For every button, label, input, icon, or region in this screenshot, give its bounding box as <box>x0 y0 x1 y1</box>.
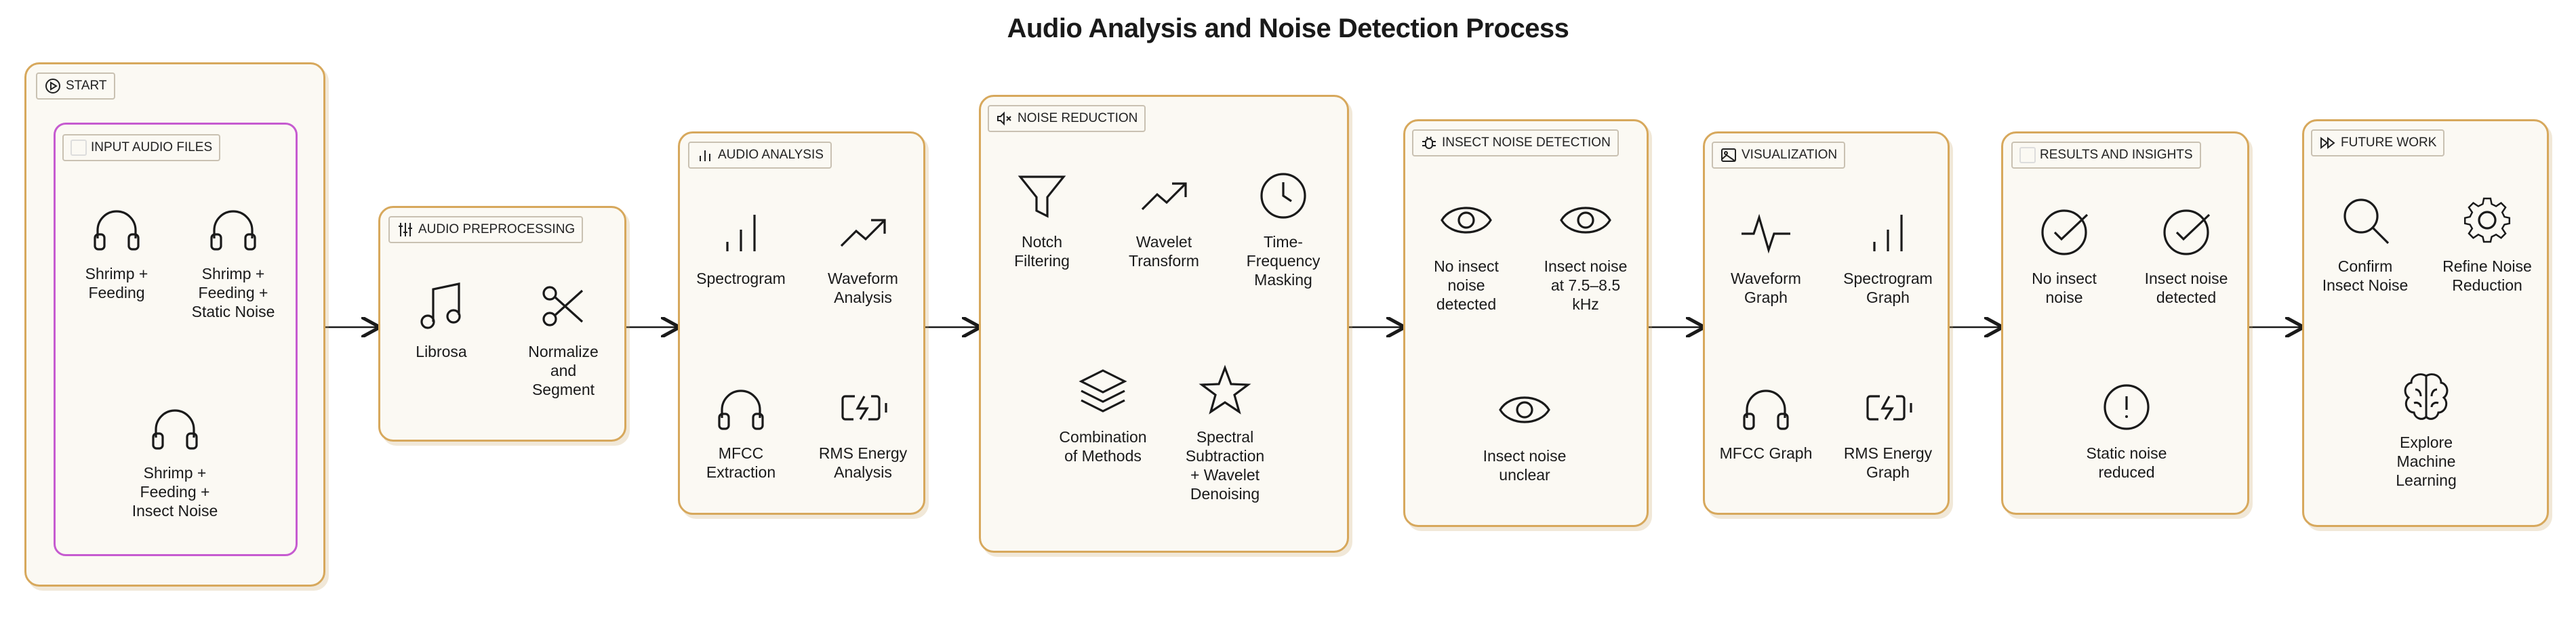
item-rms-energy-graph: RMS Energy Graph <box>1827 376 1949 482</box>
item-mfcc-graph: MFCC Graph <box>1705 376 1827 463</box>
input-audio-files-group: INPUT AUDIO FILES Shrimp + Feeding Shrim… <box>54 123 298 556</box>
item-wavelet-transform: Wavelet Transform <box>1103 165 1225 270</box>
play-circle-icon <box>45 79 60 93</box>
battery-charging-icon <box>841 395 887 421</box>
scissors-icon <box>542 286 584 326</box>
visualization-label: VISUALIZATION <box>1712 142 1846 169</box>
item-shrimp-feeding-static-noise: Shrimp + Feeding + Static Noise <box>172 196 294 321</box>
item-no-insect-noise-detected: No insect noise detected <box>1405 189 1527 314</box>
check-circle-icon <box>2163 209 2211 255</box>
audio-analysis-label: AUDIO ANALYSIS <box>688 142 832 169</box>
eye-icon <box>1560 207 1611 234</box>
eye-icon <box>1441 207 1492 234</box>
bar-chart-icon <box>1873 213 1903 253</box>
item-no-insect-noise: No insect noise <box>2003 201 2125 307</box>
clock-icon <box>1260 173 1306 219</box>
future-work-label: FUTURE WORK <box>2311 129 2445 156</box>
trending-up-icon <box>840 219 886 247</box>
noise-reduction-group: NOISE REDUCTION Notch Filtering Wavelet … <box>979 95 1349 553</box>
blank-icon <box>2019 147 2036 163</box>
item-librosa: Librosa <box>380 274 502 361</box>
audio-preprocessing-group: AUDIO PREPROCESSING Librosa Normalize an… <box>378 206 626 442</box>
search-icon <box>2343 198 2390 245</box>
music-note-icon <box>420 282 461 329</box>
item-mfcc-extraction: MFCC Extraction <box>680 376 802 482</box>
diagram-title: Audio Analysis and Noise Detection Proce… <box>1007 14 1569 43</box>
bar-chart-icon <box>700 150 710 161</box>
headphones-icon <box>152 409 198 450</box>
item-insect-noise-detected: Insect noise detected <box>2125 201 2247 307</box>
bug-icon <box>1422 136 1436 149</box>
bar-chart-icon <box>726 213 756 253</box>
trending-up-icon <box>1141 182 1187 211</box>
item-notch-filtering: Notch Filtering <box>981 165 1103 270</box>
item-waveform-graph: Waveform Graph <box>1705 201 1827 307</box>
noise-reduction-label: NOISE REDUCTION <box>988 105 1146 132</box>
image-icon <box>1721 148 1736 162</box>
fast-forward-icon <box>2320 136 2335 150</box>
alert-circle-icon <box>2104 384 2150 430</box>
gear-icon <box>2463 197 2511 243</box>
headphones-icon <box>210 210 256 251</box>
insect-noise-detection-group: INSECT NOISE DETECTION No insect noise d… <box>1403 119 1649 527</box>
item-normalize-segment: Normalize and Segment <box>502 274 624 399</box>
item-confirm-insect-noise: Confirm Insect Noise <box>2304 189 2426 295</box>
item-explore-machine-learning: Explore Machine Learning <box>2365 365 2487 490</box>
start-label: START <box>36 72 115 100</box>
item-insect-noise-frequency: Insect noise at 7.5–8.5 kHz <box>1525 189 1647 314</box>
headphones-icon <box>1743 389 1789 430</box>
start-group: START INPUT AUDIO FILES Shrimp + Feeding… <box>24 62 325 587</box>
volume-mute-icon <box>997 111 1011 126</box>
input-audio-files-label: INPUT AUDIO FILES <box>62 134 221 161</box>
eye-icon <box>1499 396 1550 423</box>
item-shrimp-feeding-insect-noise: Shrimp + Feeding + Insect Noise <box>114 396 236 520</box>
visualization-group: VISUALIZATION Waveform Graph Spectrogram… <box>1703 131 1950 515</box>
item-waveform-analysis: Waveform Analysis <box>802 201 924 307</box>
item-time-frequency-masking: Time- Frequency Masking <box>1222 165 1344 289</box>
item-refine-noise-reduction: Refine Noise Reduction <box>2426 189 2548 295</box>
check-circle-icon <box>2041 209 2089 255</box>
item-spectrogram: Spectrogram <box>680 201 802 288</box>
item-insect-noise-unclear: Insect noise unclear <box>1464 379 1586 484</box>
brain-icon <box>2404 373 2449 420</box>
item-spectrogram-graph: Spectrogram Graph <box>1827 201 1949 307</box>
results-insights-label: RESULTS AND INSIGHTS <box>2011 142 2201 169</box>
audio-analysis-group: AUDIO ANALYSIS Spectrogram Waveform Anal… <box>678 131 925 515</box>
results-insights-group: RESULTS AND INSIGHTS No insect noise Ins… <box>2001 131 2249 515</box>
filter-icon <box>1019 175 1065 217</box>
item-rms-energy-analysis: RMS Energy Analysis <box>802 376 924 482</box>
sliders-icon <box>399 223 412 236</box>
star-icon <box>1201 366 1249 413</box>
headphones-icon <box>94 210 140 251</box>
item-spectral-subtraction-wavelet: Spectral Subtraction + Wavelet Denoising <box>1164 360 1286 503</box>
headphones-icon <box>718 389 764 430</box>
blank-icon <box>71 140 87 156</box>
activity-wave-icon <box>1740 216 1792 251</box>
battery-charging-icon <box>1866 395 1912 421</box>
insect-noise-detection-label: INSECT NOISE DETECTION <box>1412 129 1619 156</box>
item-shrimp-feeding: Shrimp + Feeding <box>56 196 178 302</box>
future-work-group: FUTURE WORK Confirm Insect Noise Refine … <box>2302 119 2549 527</box>
layers-icon <box>1080 369 1126 413</box>
item-combination-of-methods: Combination of Methods <box>1042 360 1164 465</box>
item-static-noise-reduced: Static noise reduced <box>2066 376 2188 482</box>
audio-preprocessing-label: AUDIO PREPROCESSING <box>388 216 584 243</box>
